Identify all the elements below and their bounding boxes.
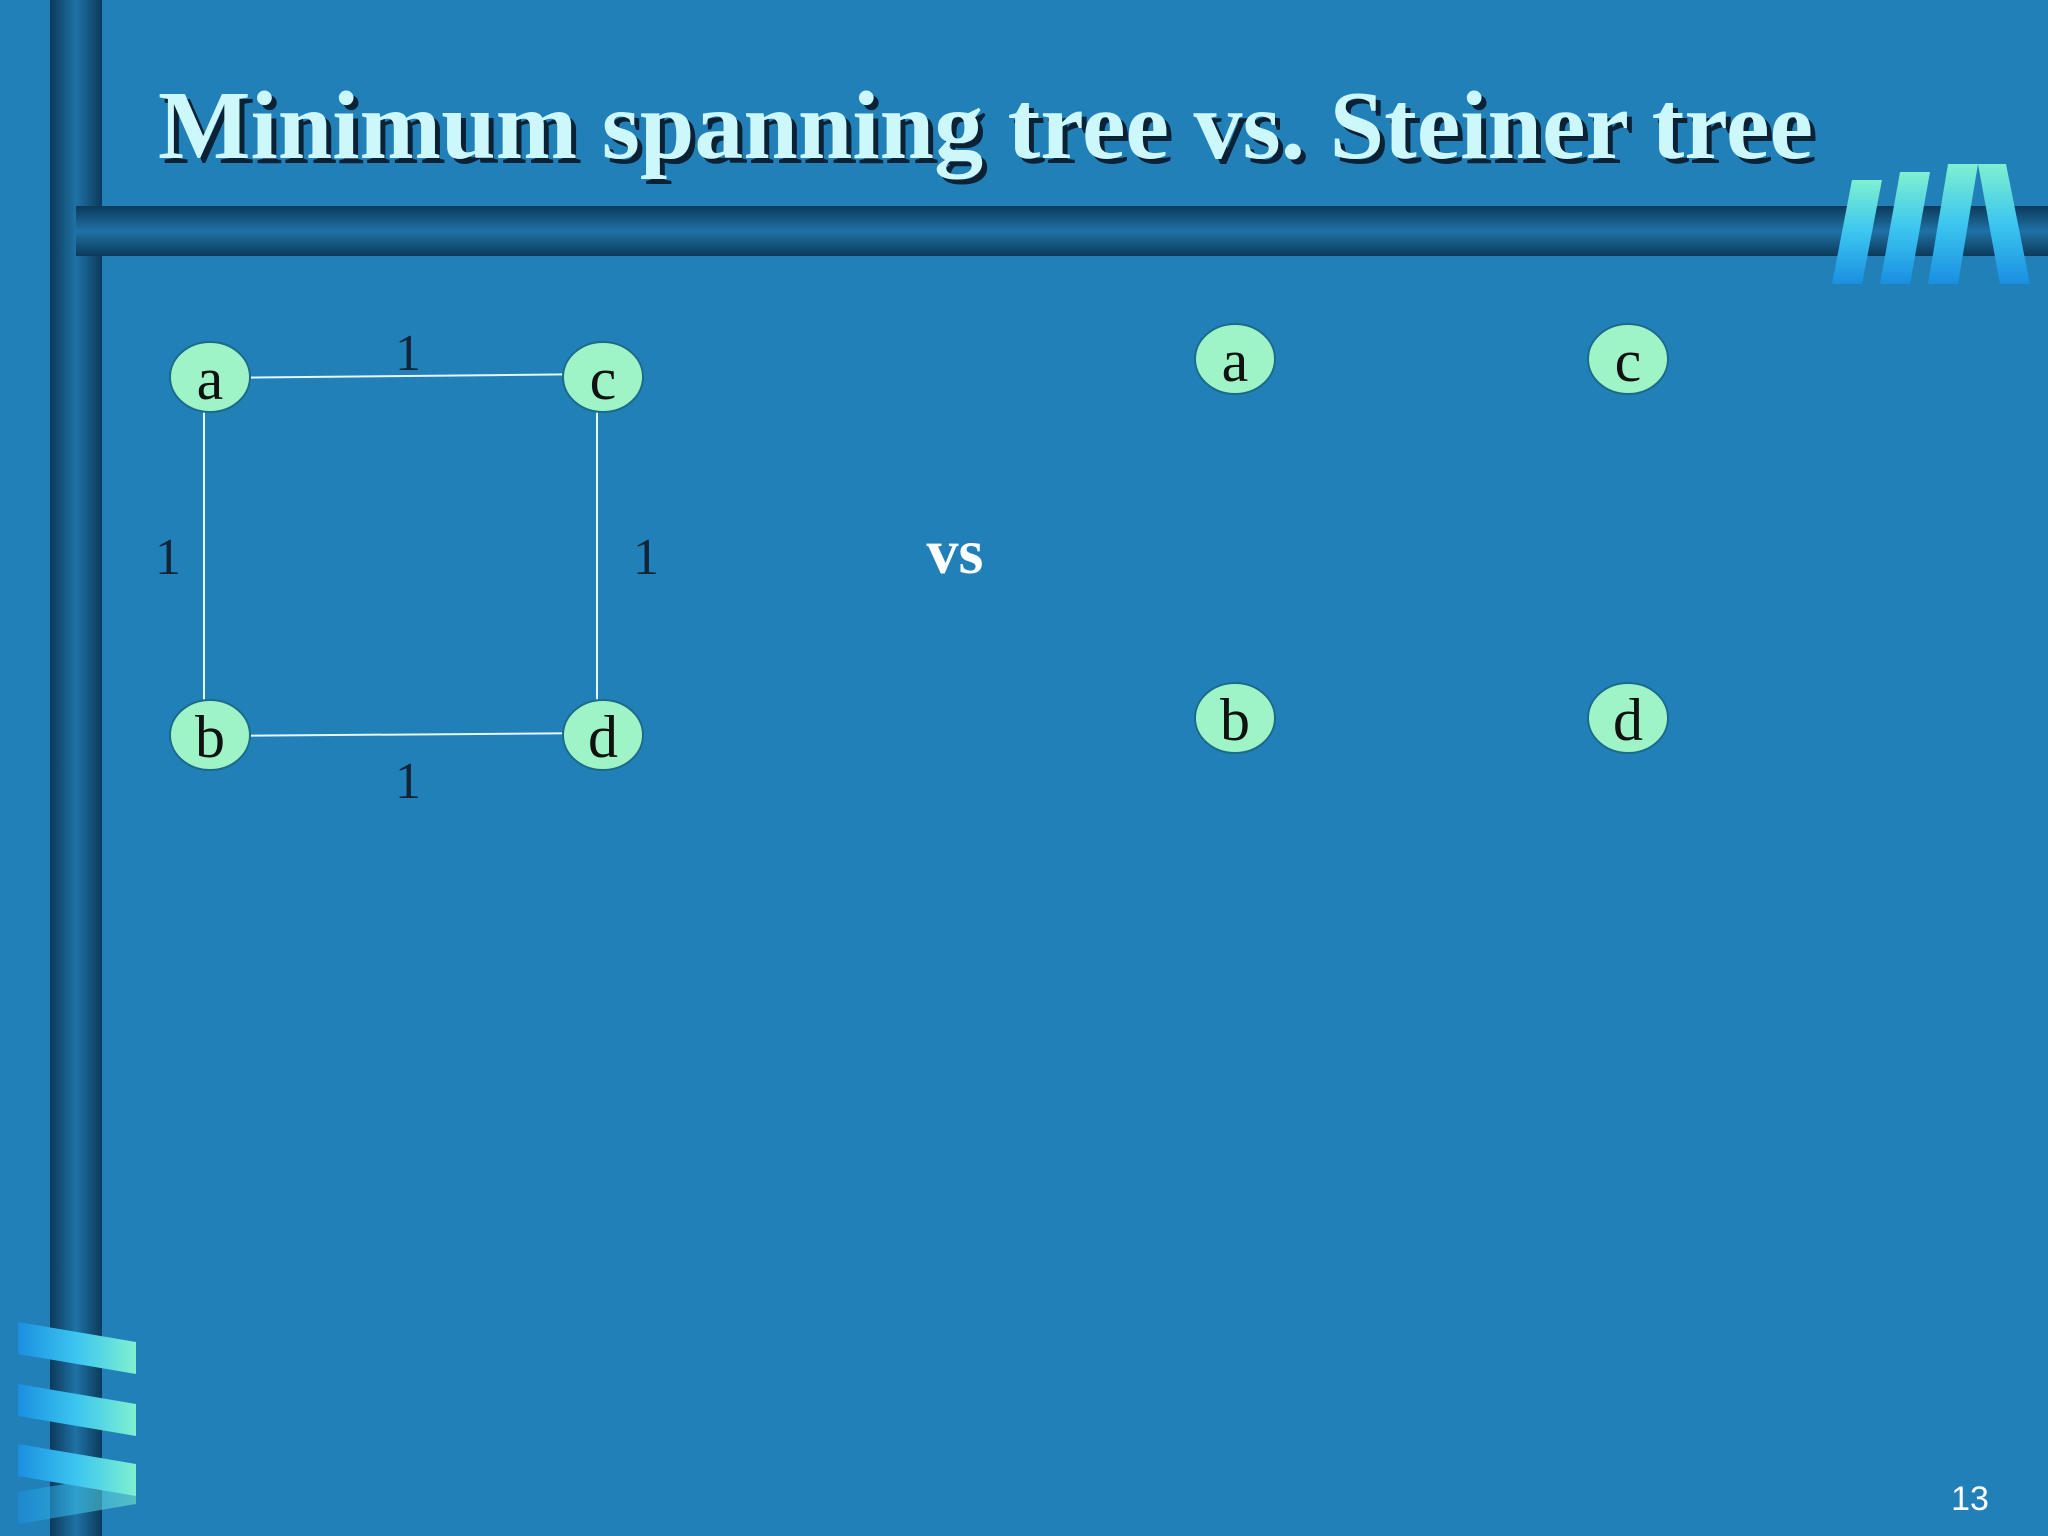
ribbon-logo-bottom-left: [18, 1322, 136, 1524]
node-a: a: [169, 341, 251, 413]
node-label: a: [1222, 328, 1249, 394]
node-c: c: [562, 341, 644, 413]
edge-weight-b-d: 1: [395, 753, 421, 810]
edge-weight-a-b: 1: [155, 529, 181, 586]
node-label: a: [197, 346, 224, 412]
slide-title: Minimum spanning tree vs. Steiner tree: [158, 72, 1814, 180]
edge-weight-c-d: 1: [633, 529, 659, 586]
frame-horizontal-bar: [76, 206, 2048, 256]
node-c: c: [1587, 323, 1669, 395]
node-label: b: [195, 704, 225, 770]
node-b: b: [169, 699, 251, 771]
node-a: a: [1194, 323, 1276, 395]
ribbon-logo-top-right: [1832, 164, 2030, 284]
node-label: d: [588, 704, 618, 770]
edge-weight-a-c: 1: [395, 325, 421, 382]
node-label: d: [1613, 687, 1643, 753]
edge-a-c: [209, 373, 603, 379]
page-number: 13: [1951, 1480, 1989, 1518]
node-label: b: [1220, 687, 1250, 753]
node-d: d: [1587, 682, 1669, 754]
node-label: c: [590, 346, 617, 412]
node-b: b: [1194, 682, 1276, 754]
edge-b-d: [209, 732, 603, 737]
node-label: c: [1615, 328, 1642, 394]
vs-label: vs: [926, 516, 984, 587]
node-d: d: [562, 699, 644, 771]
